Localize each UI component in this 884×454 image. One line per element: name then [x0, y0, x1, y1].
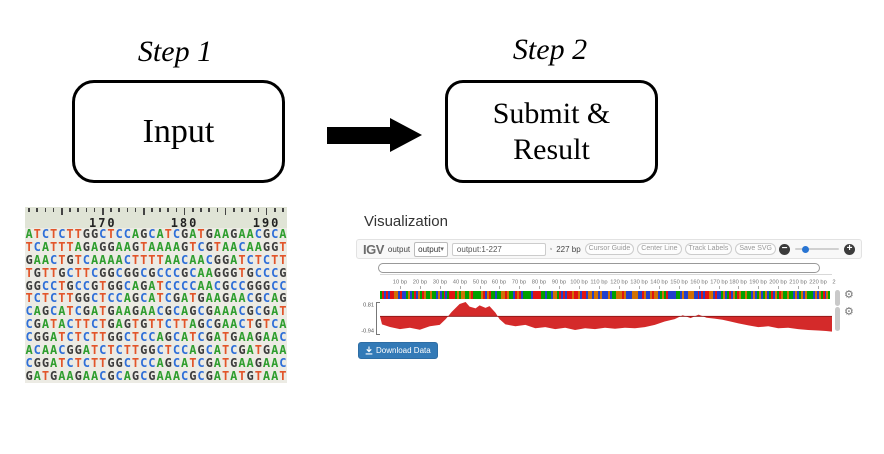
bp-ruler-label: 60 bp: [492, 278, 507, 285]
ideogram-bar: [378, 263, 820, 273]
zoom-out-button[interactable]: −: [779, 243, 790, 255]
msa-ruler-number: 190: [252, 216, 281, 230]
download-data-label: Download Data: [376, 346, 431, 355]
locus-input[interactable]: [451, 242, 546, 256]
chevron-down-icon: ▾: [440, 246, 444, 253]
bp-ruler-label: 30 bp: [432, 278, 447, 285]
bp-ruler: 10 bp 20 bp 30 bp 40 bp 50 bp 60 bp 70 bp 80 bp…: [380, 277, 836, 290]
genome-label: output: [387, 244, 411, 254]
zoom-slider[interactable]: [795, 245, 839, 253]
msa-ruler-number: 180: [170, 216, 199, 230]
msa-ruler-numbers: 170 180 190: [25, 216, 287, 230]
chromosome-select-value: output: [418, 244, 441, 254]
visualization-title: Visualization: [364, 213, 448, 230]
submit-result-box: Submit & Result: [445, 80, 658, 183]
sequence-track: [380, 291, 832, 299]
bp-ruler-label: 90 bp: [551, 278, 567, 285]
msa-ruler: 170 180 190: [25, 207, 287, 230]
span-label: 227 bp: [556, 244, 581, 254]
download-data-button[interactable]: Download Data: [358, 342, 438, 359]
bp-ruler-label: 210 bp: [789, 278, 807, 285]
wig-track-chart: [380, 302, 832, 332]
msa-ruler-ticks: [25, 207, 287, 216]
flow-arrow-icon: [390, 118, 422, 152]
bp-ruler-label: 160 bp: [689, 278, 708, 285]
wig-axis-bracket: [376, 302, 380, 335]
msa-ruler-number: 170: [88, 216, 117, 230]
wig-track: 0.81 -0.94: [361, 301, 832, 335]
igv-logo: IGV: [363, 241, 384, 257]
bp-ruler-label: 50 bp: [472, 278, 487, 285]
gear-icon[interactable]: ⚙: [844, 289, 854, 301]
bp-ruler-label: 140 bp: [649, 278, 668, 285]
bp-ruler-label: 120 bp: [610, 278, 628, 285]
track-labels-button[interactable]: Track Labels: [684, 243, 733, 255]
toolbar-right-controls: Cursor Guide Center Line Track Labels Sa…: [584, 243, 855, 255]
bp-ruler-label: 220 bp: [809, 278, 827, 285]
center-line-button[interactable]: Center Line: [637, 243, 682, 255]
bp-ruler-label: 110 bp: [590, 278, 608, 285]
download-icon: [365, 346, 373, 355]
flow-arrow-shaft: [327, 127, 391, 144]
search-icon[interactable]: [550, 244, 553, 254]
step1-label: Step 1: [137, 35, 213, 68]
bp-ruler-label: 10 bp: [392, 278, 408, 285]
bp-ruler-label: 130 bp: [630, 278, 648, 285]
bp-ruler-label-truncated: 2: [832, 278, 836, 285]
input-box: Input: [72, 80, 285, 183]
bp-ruler-label: 170 bp: [709, 278, 728, 285]
wig-ymin-label: -0.94: [361, 327, 374, 334]
submit-box-line2: Result: [513, 132, 590, 166]
bp-ruler-label: 70 bp: [512, 278, 527, 285]
bp-ruler-label: 180 bp: [729, 278, 748, 285]
gear-icon[interactable]: ⚙: [844, 306, 854, 318]
bp-ruler-label: 80 bp: [532, 278, 547, 285]
bp-ruler-label: 40 bp: [452, 278, 467, 285]
zoom-in-button[interactable]: +: [844, 243, 855, 255]
save-svg-button[interactable]: Save SVG: [735, 243, 776, 255]
wig-ymax-label: 0.81: [363, 301, 374, 308]
bp-ruler-label: 190 bp: [749, 278, 768, 285]
bp-ruler-label: 150 bp: [669, 278, 688, 285]
igv-toolbar: IGV output output ▾ 227 bp Cursor Guide …: [356, 239, 862, 259]
sequence-track-scrollbar[interactable]: [835, 290, 840, 306]
submit-box-line1: Submit &: [492, 96, 611, 130]
zoom-slider-handle[interactable]: [802, 245, 809, 253]
track-container-border: [380, 274, 832, 275]
bp-ruler-label: 20 bp: [412, 278, 428, 285]
cursor-guide-button[interactable]: Cursor Guide: [584, 243, 635, 255]
bp-ruler-label: 200 bp: [769, 278, 788, 285]
chromosome-select[interactable]: output ▾: [414, 241, 448, 257]
wig-track-scrollbar[interactable]: [835, 307, 840, 331]
step2-label: Step 2: [512, 33, 588, 66]
input-box-label: Input: [142, 112, 215, 150]
bp-ruler-label: 100 bp: [570, 278, 588, 285]
